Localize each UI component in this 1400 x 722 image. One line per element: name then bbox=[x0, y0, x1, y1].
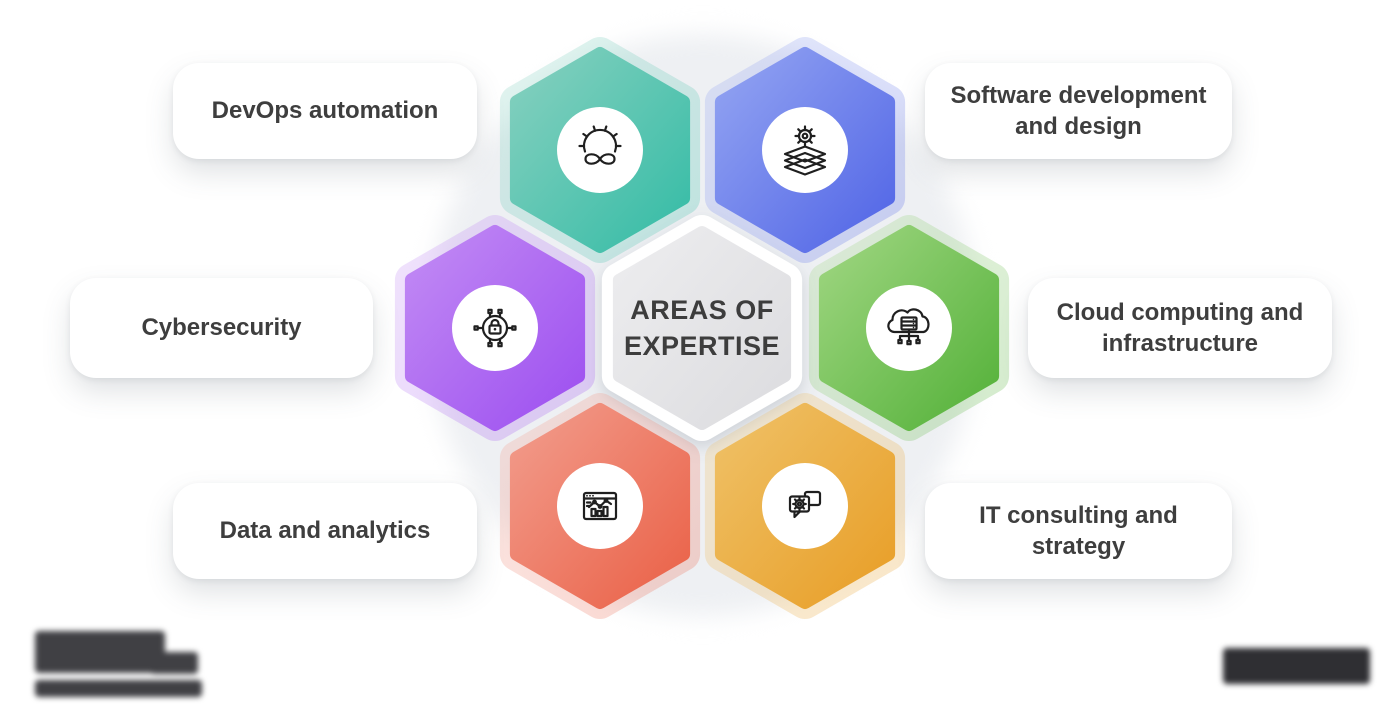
icon-circle bbox=[866, 285, 952, 371]
chat-gear-icon bbox=[788, 490, 822, 519]
label-data-analytics: Data and analytics bbox=[173, 483, 477, 579]
label-cybersecurity: Cybersecurity bbox=[70, 278, 373, 378]
label-devops-automation: DevOps automation bbox=[173, 63, 477, 159]
label-text: Data and analytics bbox=[219, 517, 431, 545]
hexagon-cluster bbox=[394, 37, 1010, 619]
label-text: Software development and design bbox=[950, 81, 1207, 140]
hexagon-consulting bbox=[704, 393, 906, 619]
hexagon-cybersecurity bbox=[394, 215, 596, 441]
hexagon-software bbox=[704, 37, 906, 263]
center-title: AREAS OF EXPERTISE bbox=[623, 295, 781, 362]
label-text: Cybersecurity bbox=[141, 314, 302, 342]
dashboard-chart-icon bbox=[582, 491, 618, 521]
devops-gear-infinity-icon bbox=[578, 125, 622, 165]
hexagon-cloud bbox=[808, 215, 1010, 441]
label-software-development: Software development and design bbox=[925, 63, 1232, 159]
icon-circle bbox=[762, 107, 848, 193]
layers-gear-icon bbox=[783, 125, 827, 176]
cloud-server-icon bbox=[887, 308, 930, 346]
label-text: DevOps automation bbox=[211, 97, 439, 125]
label-it-consulting: IT consulting and strategy bbox=[925, 483, 1232, 579]
icon-circle bbox=[557, 107, 643, 193]
lock-circuit-icon bbox=[473, 308, 517, 348]
hexagon-devops bbox=[499, 37, 701, 263]
label-text: IT consulting and strategy bbox=[979, 501, 1178, 560]
label-text: Cloud computing and infrastructure bbox=[1056, 298, 1304, 357]
hexagon-data bbox=[499, 393, 701, 619]
hexagon-center bbox=[601, 215, 803, 441]
label-cloud-computing: Cloud computing and infrastructure bbox=[1028, 278, 1332, 378]
